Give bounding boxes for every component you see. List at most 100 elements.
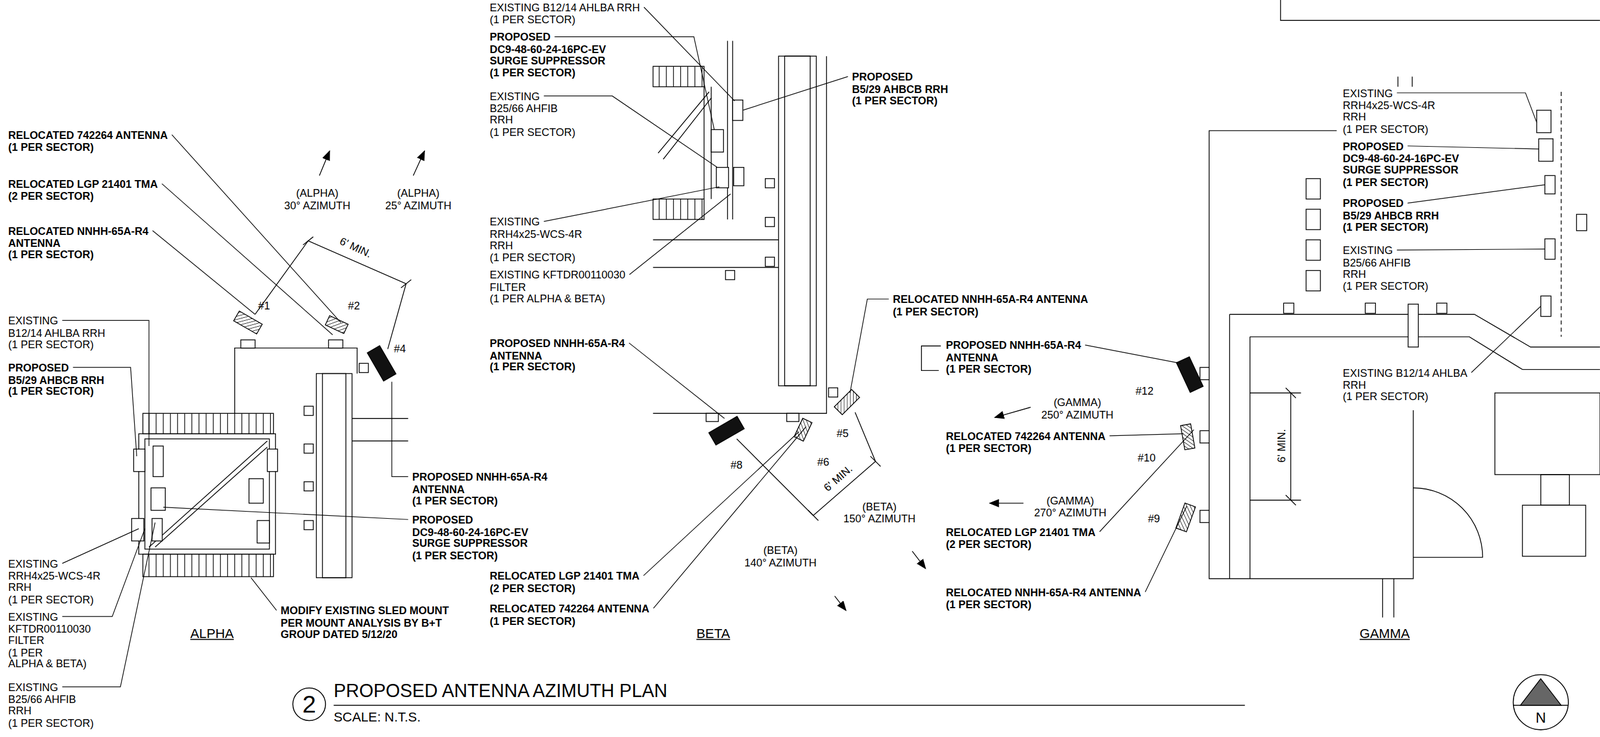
- gamma-structure-part: [1176, 503, 1196, 532]
- alpha-structure: [131, 150, 425, 578]
- sector-title: GAMMA: [1359, 625, 1410, 641]
- beta-structure: [652, 40, 926, 610]
- callout-label: RELOCATED 742264 ANTENNA (1 PER SECTOR): [490, 603, 650, 627]
- callout-label: RELOCATED 742264 ANTENNA (1 PER SECTOR): [946, 430, 1106, 454]
- antenna-number: #12: [1135, 385, 1154, 398]
- beta-structure-part-part: [716, 167, 730, 188]
- detail-number: 2: [292, 690, 327, 718]
- alpha-structure-part: [352, 440, 409, 442]
- leader-line: [629, 193, 731, 275]
- alpha-structure-part-part: [133, 448, 145, 472]
- sled-rail-hatch-part: [198, 413, 200, 434]
- scale-note: SCALE: N.T.S.: [333, 709, 421, 725]
- beta-structure-part: [663, 97, 712, 160]
- gamma-structure-part: [1285, 494, 1296, 505]
- callout-label: EXISTING RRH4x25-WCS-4R RRH (1 PER SECTO…: [8, 557, 101, 606]
- gamma-structure-part-part: [1200, 510, 1209, 523]
- gamma-structure-part: [921, 345, 942, 371]
- callout-label: PROPOSED NNHH-65A-R4 ANTENNA (1 PER SECT…: [490, 338, 626, 374]
- alpha-structure-part: [304, 405, 313, 415]
- beta-structure-part-part: [732, 100, 743, 121]
- gamma-structure-part: [1250, 499, 1302, 501]
- leader-line: [742, 76, 848, 110]
- alpha-structure-part: [319, 150, 330, 176]
- sled-rail-hatch-part: [169, 553, 171, 577]
- leader-line: [152, 230, 256, 315]
- sled-rail-hatch-part: [191, 413, 192, 434]
- alpha-structure-part: [234, 348, 358, 414]
- sled-rail-hatch-part: [219, 413, 221, 434]
- sled-rail-hatch-part: [184, 553, 185, 577]
- sled-rail-hatch-part: [212, 413, 214, 434]
- leader-line: [250, 577, 277, 611]
- alpha-structure-part-part: [359, 363, 369, 372]
- alpha-structure-part: [413, 150, 425, 176]
- alpha-structure-part: [316, 373, 353, 578]
- alpha-structure-part: [143, 553, 274, 577]
- gamma-structure-part: [1229, 314, 1424, 315]
- beta-structure-part: [652, 66, 705, 87]
- beta-structure-part: [652, 199, 705, 220]
- alpha-structure-part: [387, 283, 406, 350]
- leader-line: [171, 134, 341, 323]
- callout-label: EXISTING B12/14 AHLBA RRH (1 PER SECTOR): [1343, 367, 1468, 403]
- sled-rail-hatch-part: [248, 553, 250, 577]
- beta-structure-part: [765, 217, 775, 227]
- beta-structure-part-part: [828, 387, 838, 397]
- sheet-border-part: [1280, 0, 1600, 21]
- leader-line: [1396, 249, 1545, 251]
- sled-rail-hatch-part: [227, 413, 228, 434]
- alpha-structure-part: [304, 481, 313, 491]
- antenna-number: #4: [394, 342, 406, 355]
- sheet-border-part: [333, 704, 1246, 706]
- sled-rail-hatch-part: [205, 553, 207, 577]
- antenna-number: #5: [836, 427, 849, 440]
- beta-structure-part: [727, 40, 728, 220]
- beta-structure-part: [736, 438, 814, 516]
- sled-rail-hatch-part: [658, 66, 660, 87]
- leader-line: [1407, 184, 1545, 204]
- alpha-structure-part-part: [240, 339, 256, 349]
- callout-label: PROPOSED NNHH-65A-R4 ANTENNA (1 PER SECT…: [946, 339, 1082, 375]
- gamma-structure-part: [1382, 578, 1384, 618]
- azimuth-label: (ALPHA) 25° AZIMUTH: [385, 187, 452, 212]
- gamma-structure-part: [1229, 314, 1230, 579]
- gamma-structure-part: [1285, 387, 1296, 398]
- sled-rail-hatch-part: [155, 413, 157, 434]
- alpha-structure-part: [302, 236, 313, 246]
- beta-structure-part: [658, 91, 710, 154]
- sled-rail-hatch-part: [262, 413, 264, 434]
- gamma-structure-part-part: [1545, 175, 1556, 194]
- gamma-structure-part: [1365, 302, 1376, 313]
- antenna-number: #1: [258, 299, 271, 312]
- gamma-structure-part: [1306, 209, 1321, 230]
- sled-rail-hatch-part: [241, 413, 243, 434]
- beta-structure-part-part: [711, 129, 724, 153]
- gamma-structure-part: [1250, 336, 1424, 337]
- sled-rail-hatch-part: [665, 66, 667, 87]
- leader-line: [163, 507, 409, 520]
- sled-rail-hatch-part: [198, 553, 200, 577]
- sled-rail-hatch-part: [155, 553, 157, 577]
- gamma-structure-part: [1522, 504, 1586, 557]
- gamma-structure-part: [1200, 110, 1587, 523]
- leader-line: [543, 186, 719, 222]
- gamma-structure-part: [1283, 302, 1294, 313]
- sled-rail-hatch-part: [205, 413, 207, 434]
- callout-label: EXISTING KFTDR00110030 FILTER (1 PER ALP…: [490, 269, 626, 305]
- leader-line: [1471, 306, 1541, 373]
- gamma-structure-part-part: [1576, 214, 1587, 231]
- leader-line: [628, 342, 725, 419]
- alpha-structure-part: [131, 339, 369, 544]
- sled-rail-hatch-part: [665, 199, 667, 220]
- leader-line: [643, 431, 799, 576]
- callout-label: RELOCATED 742264 ANTENNA (1 PER SECTOR): [8, 129, 169, 153]
- sled-rail-hatch-part: [694, 66, 696, 87]
- callout-label: EXISTING B25/66 AHFIB RRH (1 PER SECTOR): [8, 681, 95, 729]
- callout-label: EXISTING KFTDR00110030 FILTER (1 PER ALP…: [8, 611, 92, 670]
- alpha-structure-part-part: [131, 518, 145, 542]
- gamma-structure-part: [1397, 76, 1398, 87]
- north-arrow: N: [1512, 673, 1570, 731]
- alpha-structure-part: [154, 447, 268, 548]
